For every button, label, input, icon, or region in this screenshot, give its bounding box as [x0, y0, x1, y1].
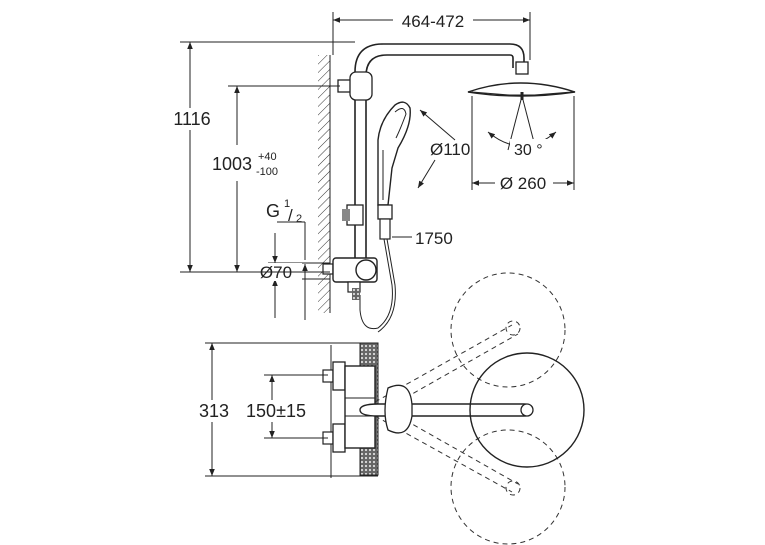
shower-hose: 1750 — [359, 229, 453, 333]
hose-length-label: 1750 — [415, 229, 453, 248]
plan-view: 313 150±15 — [192, 272, 585, 545]
head-diameter-label: Ø 260 — [500, 174, 546, 193]
thread-dimension: G 1 / 2 — [266, 198, 308, 320]
thermostat-front — [322, 257, 378, 300]
bar-tol-minus-label: -100 — [256, 166, 278, 178]
width-range-label: 464-472 — [402, 12, 464, 31]
bar-height-dimension: 1003 +40 -100 — [210, 85, 340, 272]
tilt-angle-label: 30 ° — [514, 142, 543, 159]
total-height-label: 1116 — [173, 109, 210, 129]
swivel-positions — [374, 272, 566, 545]
width-dimension: 464-472 — [332, 8, 531, 60]
thread-num-label: 1 — [284, 198, 290, 210]
hand-shower: Ø110 — [377, 101, 470, 240]
total-height-dimension: 1116 — [166, 41, 355, 273]
projection-depth-label: 313 — [199, 401, 229, 421]
thermostat-plan — [322, 361, 376, 453]
inlet-spacing-label: 150±15 — [246, 401, 306, 421]
hand-shower-diameter-label: Ø110 — [430, 140, 470, 159]
shower-arm-plan — [359, 352, 585, 468]
bar-height-label: 1003 — [212, 154, 252, 174]
svg-text:/: / — [288, 206, 293, 225]
inlet-spacing-dimension: 150±15 — [240, 374, 328, 439]
thread-g-label: G — [266, 201, 280, 221]
bar-tol-plus-label: +40 — [258, 151, 277, 163]
head-shower: 30 ° Ø 260 — [467, 61, 576, 193]
projection-depth-dimension: 313 — [192, 342, 378, 477]
thread-den-label: 2 — [296, 213, 302, 225]
front-view: 464-472 30 ° — [166, 8, 576, 333]
